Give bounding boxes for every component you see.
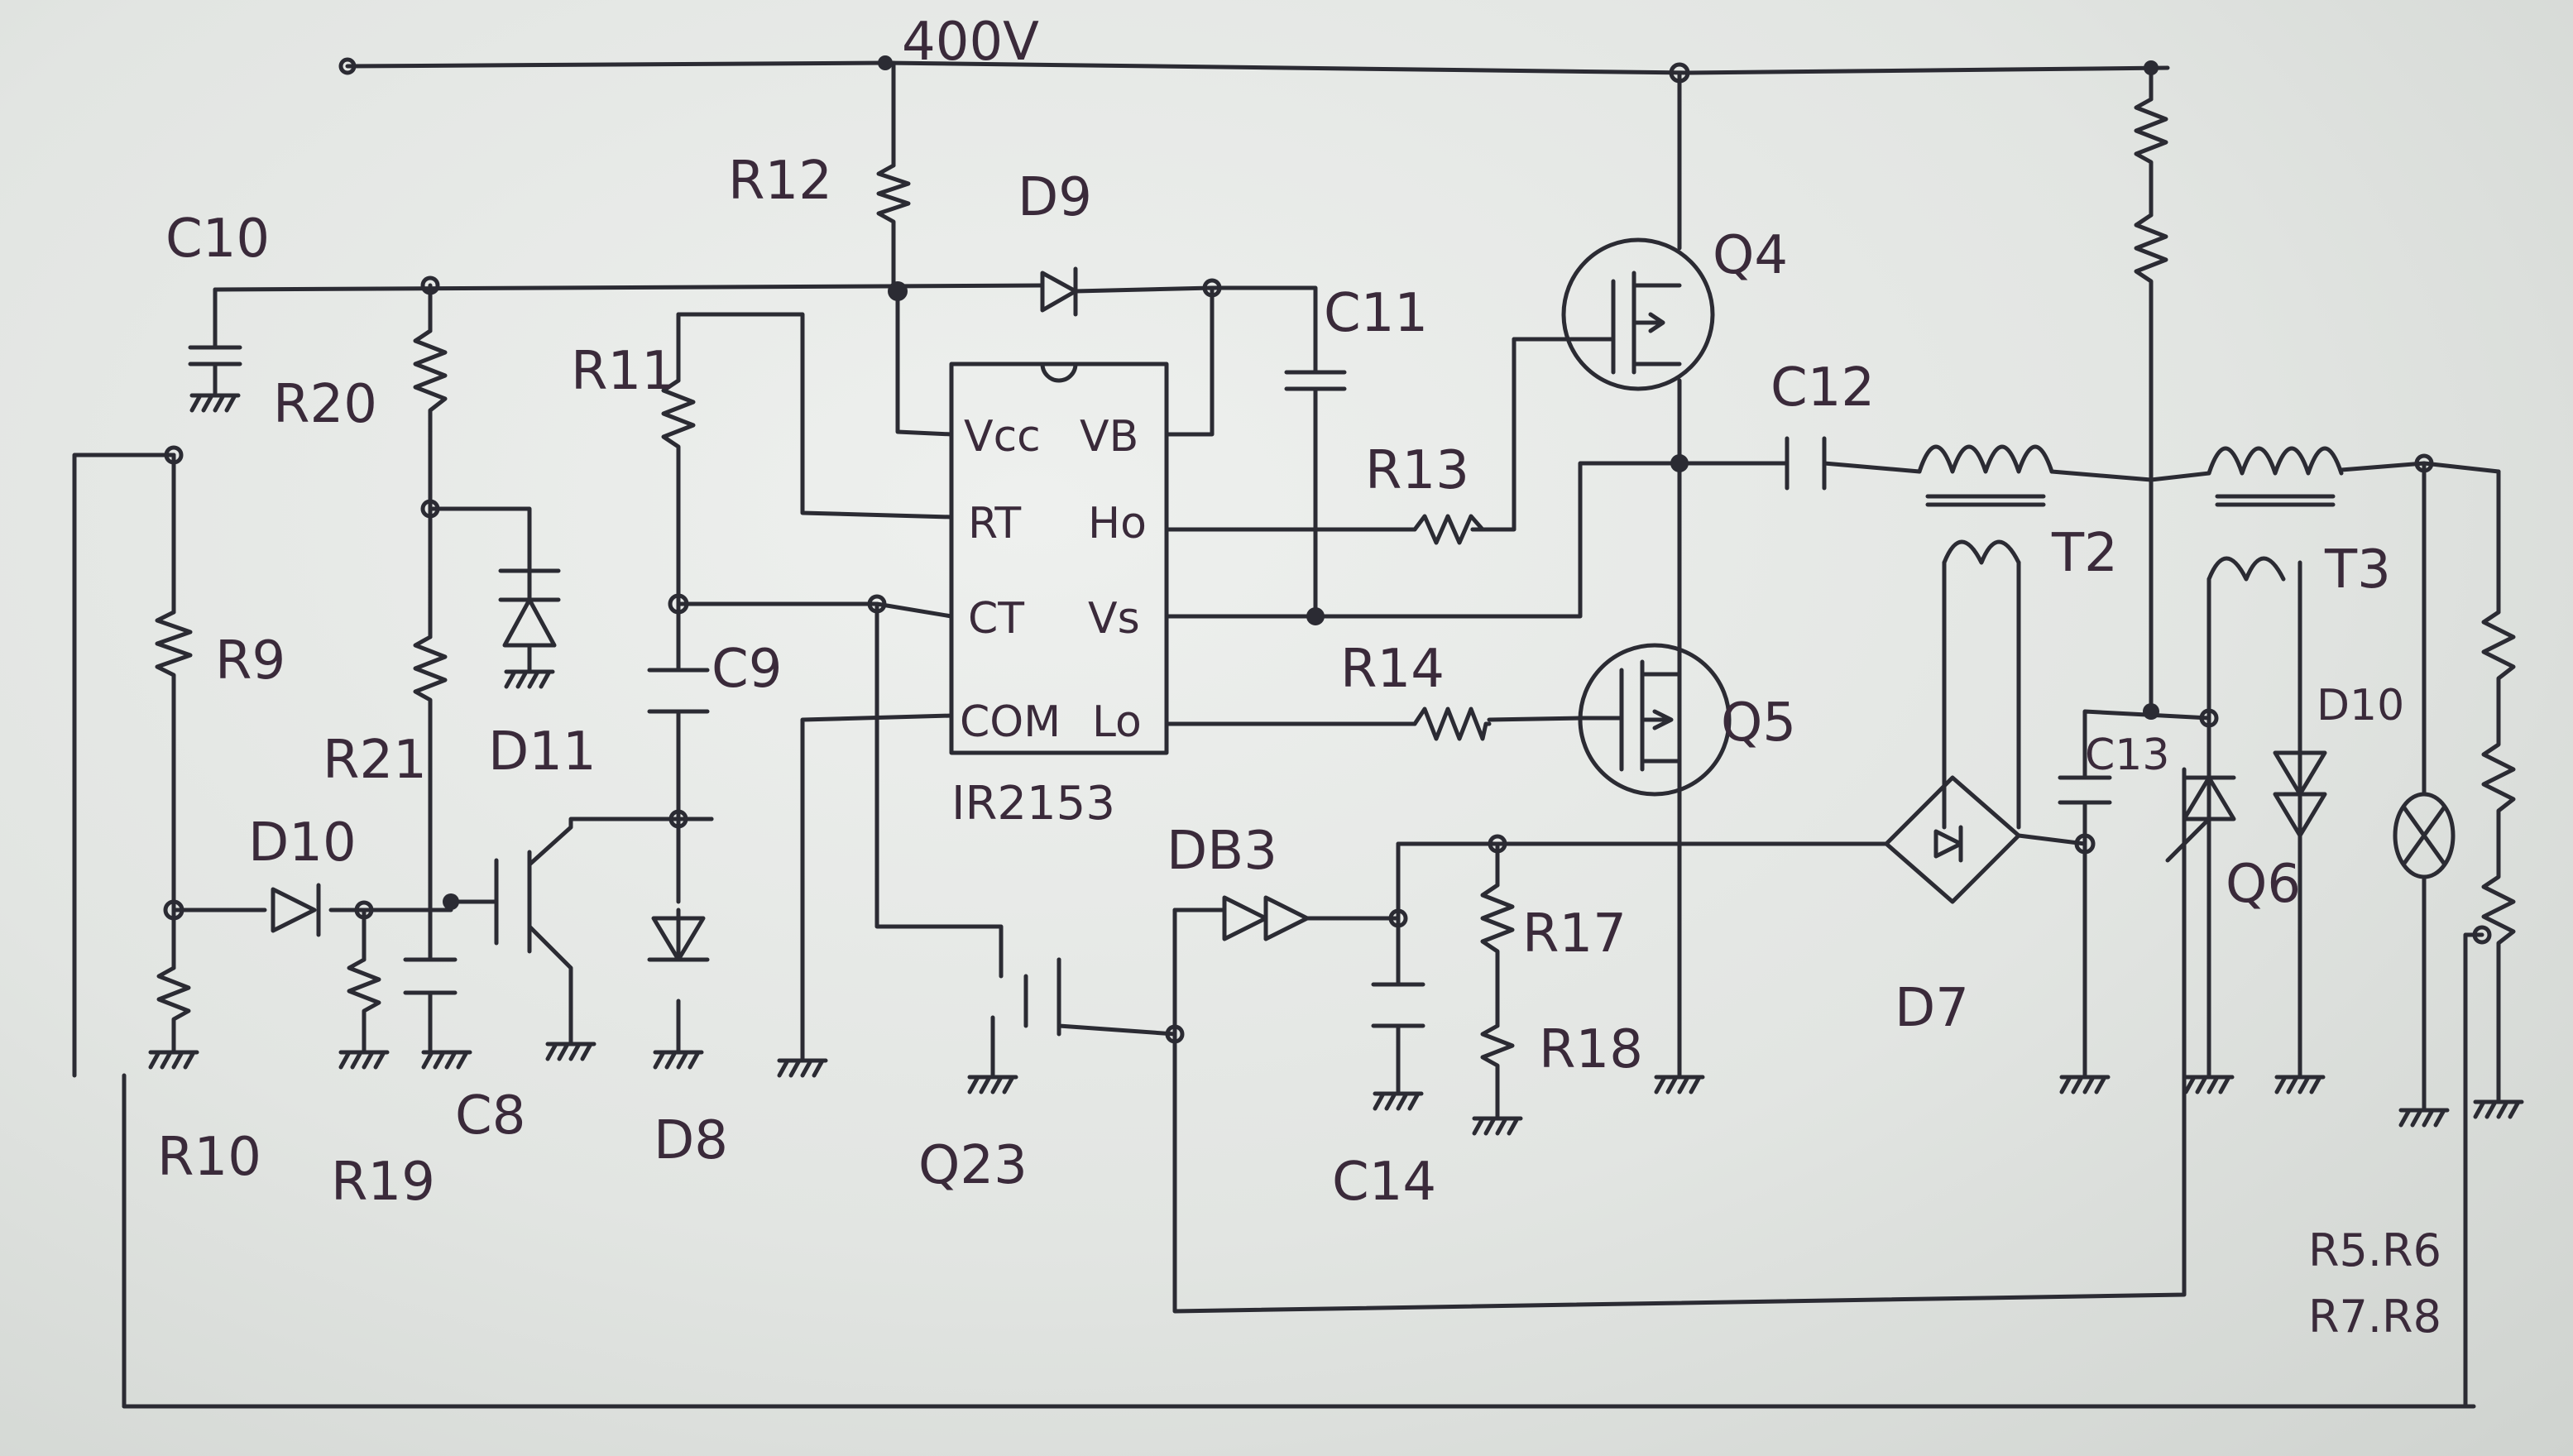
label-r7-r8: R7.R8 bbox=[2308, 1291, 2441, 1343]
pin-vcc: Vcc bbox=[964, 412, 1041, 462]
label-t3: T3 bbox=[2324, 539, 2391, 601]
rail-resistor-1 bbox=[2134, 97, 2168, 176]
pin-ho: Ho bbox=[1088, 499, 1147, 548]
label-q6: Q6 bbox=[2226, 854, 2301, 915]
c12-symbol bbox=[1785, 436, 1827, 491]
r20-symbol bbox=[413, 328, 448, 433]
label-r9: R9 bbox=[215, 630, 285, 692]
label-c14: C14 bbox=[1332, 1152, 1436, 1213]
r9-symbol bbox=[155, 610, 193, 689]
r18-symbol bbox=[1480, 1023, 1515, 1078]
label-r5-r6: R5.R6 bbox=[2308, 1224, 2441, 1276]
magnetics bbox=[1917, 444, 2344, 582]
label-r13: R13 bbox=[1365, 440, 1469, 501]
c8-symbol bbox=[403, 957, 458, 995]
transistors bbox=[1512, 237, 2456, 879]
capacitors bbox=[188, 287, 2112, 1037]
label-r12: R12 bbox=[728, 151, 832, 212]
q4-symbol bbox=[1561, 237, 1715, 391]
c9-symbol bbox=[647, 668, 710, 714]
label-r11: R11 bbox=[571, 341, 675, 402]
t3-primary bbox=[2206, 446, 2344, 476]
wires bbox=[72, 60, 2501, 1409]
c10-symbol bbox=[188, 287, 242, 395]
d10b-symbol bbox=[2273, 750, 2327, 838]
label-q23: Q23 bbox=[918, 1135, 1028, 1196]
label-d7: D7 bbox=[1895, 978, 1969, 1039]
t2-primary bbox=[1917, 444, 2054, 474]
supply-label: 400V bbox=[902, 12, 1039, 73]
label-r18: R18 bbox=[1539, 1019, 1643, 1080]
label-d9: D9 bbox=[1018, 167, 1092, 228]
label-r21: R21 bbox=[323, 730, 427, 791]
c8-gate-plate bbox=[494, 850, 532, 954]
pin-rt: RT bbox=[968, 499, 1021, 548]
lamp-symbol bbox=[2393, 792, 2456, 879]
r5-r8-symbol bbox=[2481, 610, 2516, 1028]
label-t2: T2 bbox=[2051, 523, 2118, 584]
pin-com: COM bbox=[960, 697, 1061, 747]
junctions bbox=[163, 55, 2492, 1044]
pin-vb: VB bbox=[1080, 412, 1138, 462]
label-r17: R17 bbox=[1522, 903, 1627, 965]
resistors bbox=[155, 97, 2516, 1078]
t2-core bbox=[1925, 494, 2046, 507]
pin-ct: CT bbox=[968, 594, 1024, 644]
rail-resistor-2 bbox=[2134, 213, 2168, 300]
pin-lo: Lo bbox=[1092, 697, 1142, 747]
q6-symbol bbox=[2165, 775, 2236, 863]
label-ic: IR2153 bbox=[951, 777, 1115, 831]
t3-secondary bbox=[2206, 556, 2286, 582]
label-c9: C9 bbox=[712, 639, 782, 700]
r12-symbol bbox=[876, 163, 911, 234]
t2-secondary bbox=[1942, 539, 2021, 565]
c11-symbol bbox=[1284, 370, 1347, 391]
label-d10-left: D10 bbox=[248, 812, 357, 874]
d7-bridge bbox=[1884, 775, 2021, 904]
d10a-symbol bbox=[271, 883, 321, 937]
label-r14: R14 bbox=[1340, 639, 1445, 700]
d8-symbol bbox=[647, 916, 710, 962]
r10-symbol bbox=[156, 965, 191, 1028]
label-d10-right: D10 bbox=[2317, 681, 2404, 730]
q23-gate-plate bbox=[1023, 957, 1061, 1037]
label-d11: D11 bbox=[488, 721, 597, 783]
label-c12: C12 bbox=[1770, 357, 1875, 419]
r17-symbol bbox=[1480, 883, 1515, 979]
labels: 400V R12 D9 C10 C11 Q4 R11 R20 R13 C12 T… bbox=[157, 12, 2441, 1343]
r19-symbol bbox=[347, 957, 381, 1020]
label-q5: Q5 bbox=[1721, 692, 1796, 754]
c13-symbol bbox=[2058, 775, 2112, 805]
c14-symbol bbox=[1371, 982, 1425, 1028]
r21-symbol bbox=[413, 635, 448, 706]
r14-symbol bbox=[1412, 706, 1492, 741]
d11-symbol bbox=[498, 560, 561, 648]
label-d8: D8 bbox=[654, 1110, 728, 1171]
d9-symbol bbox=[1040, 266, 1078, 317]
r13-symbol bbox=[1412, 514, 1485, 545]
ic-ir2153 bbox=[949, 362, 1169, 755]
t3-core bbox=[2215, 494, 2336, 507]
label-q4: Q4 bbox=[1713, 225, 1788, 286]
label-c8: C8 bbox=[455, 1085, 525, 1147]
label-c13: C13 bbox=[2085, 730, 2169, 780]
label-r20: R20 bbox=[273, 374, 377, 435]
label-c11: C11 bbox=[1324, 283, 1428, 344]
label-c10: C10 bbox=[165, 208, 270, 270]
diodes bbox=[271, 266, 2327, 962]
pin-vs: Vs bbox=[1088, 594, 1140, 644]
db3-symbol bbox=[1222, 895, 1310, 941]
r11-symbol bbox=[661, 378, 696, 466]
label-db3: DB3 bbox=[1167, 821, 1277, 882]
label-r10: R10 bbox=[157, 1127, 261, 1188]
label-r19: R19 bbox=[331, 1152, 435, 1213]
